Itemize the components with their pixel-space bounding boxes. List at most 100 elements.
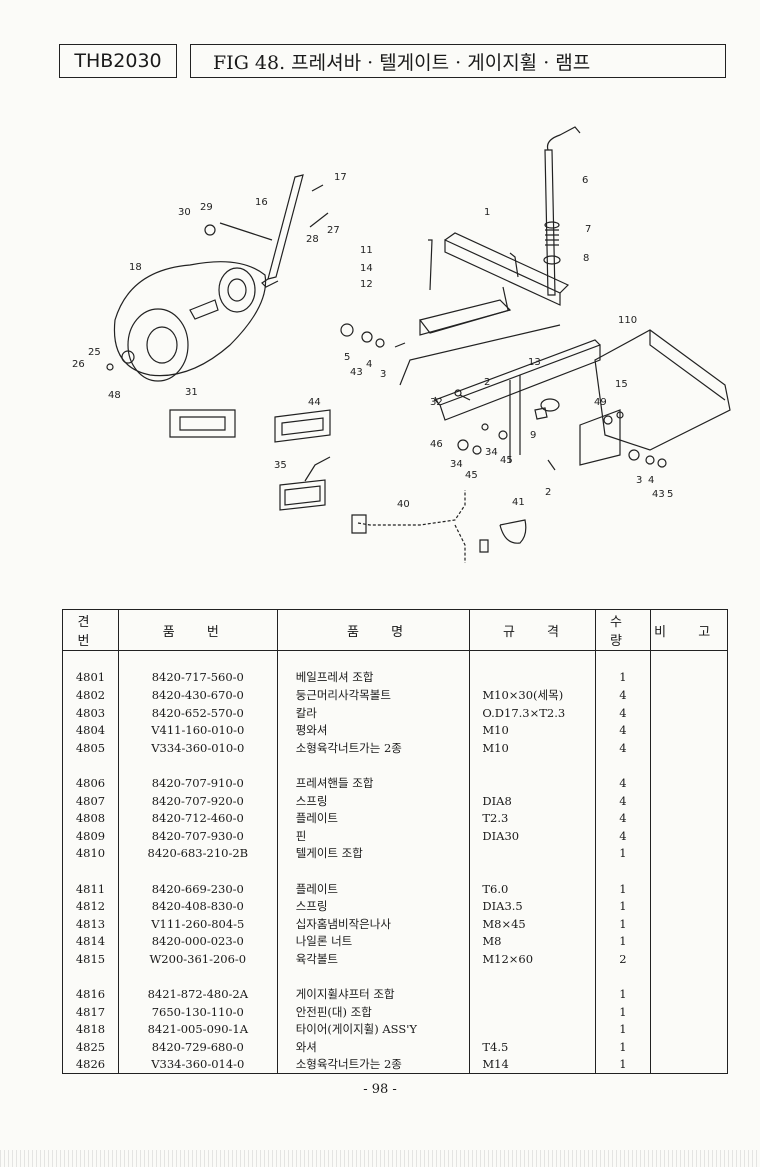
cell-qty: 1 (594, 844, 652, 863)
cell-qty: 2 (594, 950, 652, 968)
table-spacer-row (62, 650, 728, 669)
cell-remarks (650, 1055, 728, 1075)
callout-2b: 2 (545, 487, 551, 498)
cell-remarks (650, 686, 728, 704)
col-part-no: 품 번 (117, 609, 278, 651)
clamp-41 (499, 519, 527, 544)
cell-no: 4811 (62, 879, 119, 898)
callout-5b: 5 (667, 489, 673, 500)
table-spacer-row (62, 967, 728, 986)
callout-6: 6 (582, 175, 588, 186)
callout-13: 13 (528, 357, 541, 368)
callout-9: 9 (530, 430, 536, 441)
exploded-parts-diagram: 17 16 29 30 27 28 18 25 26 48 31 44 35 4… (72, 126, 731, 563)
cell-part: 8420-712-460-0 (117, 809, 278, 827)
cell-qty: 4 (594, 774, 652, 792)
callout-48: 48 (108, 390, 121, 401)
cell-part: 8420-669-230-0 (117, 879, 278, 898)
callout-11: 11 (360, 245, 373, 256)
callout-7: 7 (585, 224, 591, 235)
cell-remarks (650, 897, 728, 915)
cell-no: 4817 (62, 1002, 119, 1021)
callout-1: 1 (484, 207, 490, 218)
cell-part: 8420-707-910-0 (117, 774, 278, 792)
callout-49: 49 (594, 397, 607, 408)
cell-no: 4813 (62, 914, 119, 933)
callout-30: 30 (178, 207, 191, 218)
cell-spec (469, 668, 596, 687)
cell-spec: T4.5 (469, 1038, 596, 1056)
figure-title: FIG 48. 프레셔바 · 텔게이트 · 게이지휠 · 램프 (213, 51, 591, 74)
cell-name: 십자홈냄비작은나사 (276, 914, 471, 933)
cell-spec (469, 1002, 596, 1021)
cell-part: 8421-005-090-1A (117, 1020, 278, 1039)
callout-5: 5 (344, 352, 350, 363)
cell-no: 4826 (62, 1055, 119, 1075)
cell-no: 4804 (62, 721, 119, 739)
cell-no: 4815 (62, 950, 119, 968)
cell-name: 플레이트 (276, 809, 471, 827)
cell-spec (469, 1020, 596, 1039)
hardware-parts (340, 286, 667, 471)
col-qty: 수 량 (594, 609, 652, 651)
cell-part: 8420-717-560-0 (117, 668, 278, 687)
callout-41: 41 (512, 497, 525, 508)
cell-part: 8420-652-570-0 (117, 703, 278, 722)
callout-14: 14 (360, 263, 373, 274)
cell-name: 베일프레셔 조합 (276, 668, 471, 687)
cell-no: 4825 (62, 1038, 119, 1056)
cell-no: 4801 (62, 668, 119, 687)
cell-part: 8420-000-023-0 (117, 932, 278, 951)
cell-spec: DIA8 (469, 791, 596, 810)
cell-qty: 1 (594, 932, 652, 951)
cell-name: 칼라 (276, 703, 471, 722)
cell-no: 4812 (62, 897, 119, 915)
model-number: THB2030 (74, 50, 162, 72)
cell-qty: 1 (594, 668, 652, 687)
col-remarks: 비 고 (650, 609, 728, 651)
cell-no: 4808 (62, 809, 119, 827)
cell-qty: 4 (594, 738, 652, 757)
table-spacer-row (62, 756, 728, 775)
callout-2: 2 (484, 377, 490, 388)
cell-no: 4802 (62, 686, 119, 704)
cell-part: V411-160-010-0 (117, 721, 278, 739)
cell-remarks (650, 826, 728, 845)
callout-34b: 34 (450, 459, 463, 470)
cell-spec: O.D17.3×T2.3 (469, 703, 596, 722)
callout-28: 28 (306, 234, 319, 245)
cell-name: 둥근머리사각목볼트 (276, 686, 471, 704)
cell-qty: 4 (594, 721, 652, 739)
model-box: THB2030 (59, 44, 177, 78)
cell-part: 8420-707-920-0 (117, 791, 278, 810)
table-spacer-row (62, 862, 728, 880)
cell-name: 프레셔핸들 조합 (276, 774, 471, 792)
callout-27: 27 (327, 225, 340, 236)
cell-spec: M10 (469, 721, 596, 739)
callout-labels: 17 16 29 30 27 28 18 25 26 48 31 44 35 4… (72, 172, 673, 510)
col-spec: 규 격 (469, 609, 596, 651)
cell-name: 플레이트 (276, 879, 471, 898)
cell-name: 평와셔 (276, 721, 471, 739)
cell-remarks (650, 791, 728, 810)
wire-harness-40 (357, 490, 466, 563)
cell-remarks (650, 879, 728, 898)
bracket-31 (169, 409, 236, 438)
cell-no: 4803 (62, 703, 119, 722)
cell-part: 8421-872-480-2A (117, 985, 278, 1003)
callout-32: 32 (430, 397, 443, 408)
cell-no: 4818 (62, 1020, 119, 1039)
cell-part: V334-360-014-0 (117, 1055, 278, 1075)
callout-4: 4 (366, 359, 372, 370)
cell-remarks (650, 809, 728, 827)
